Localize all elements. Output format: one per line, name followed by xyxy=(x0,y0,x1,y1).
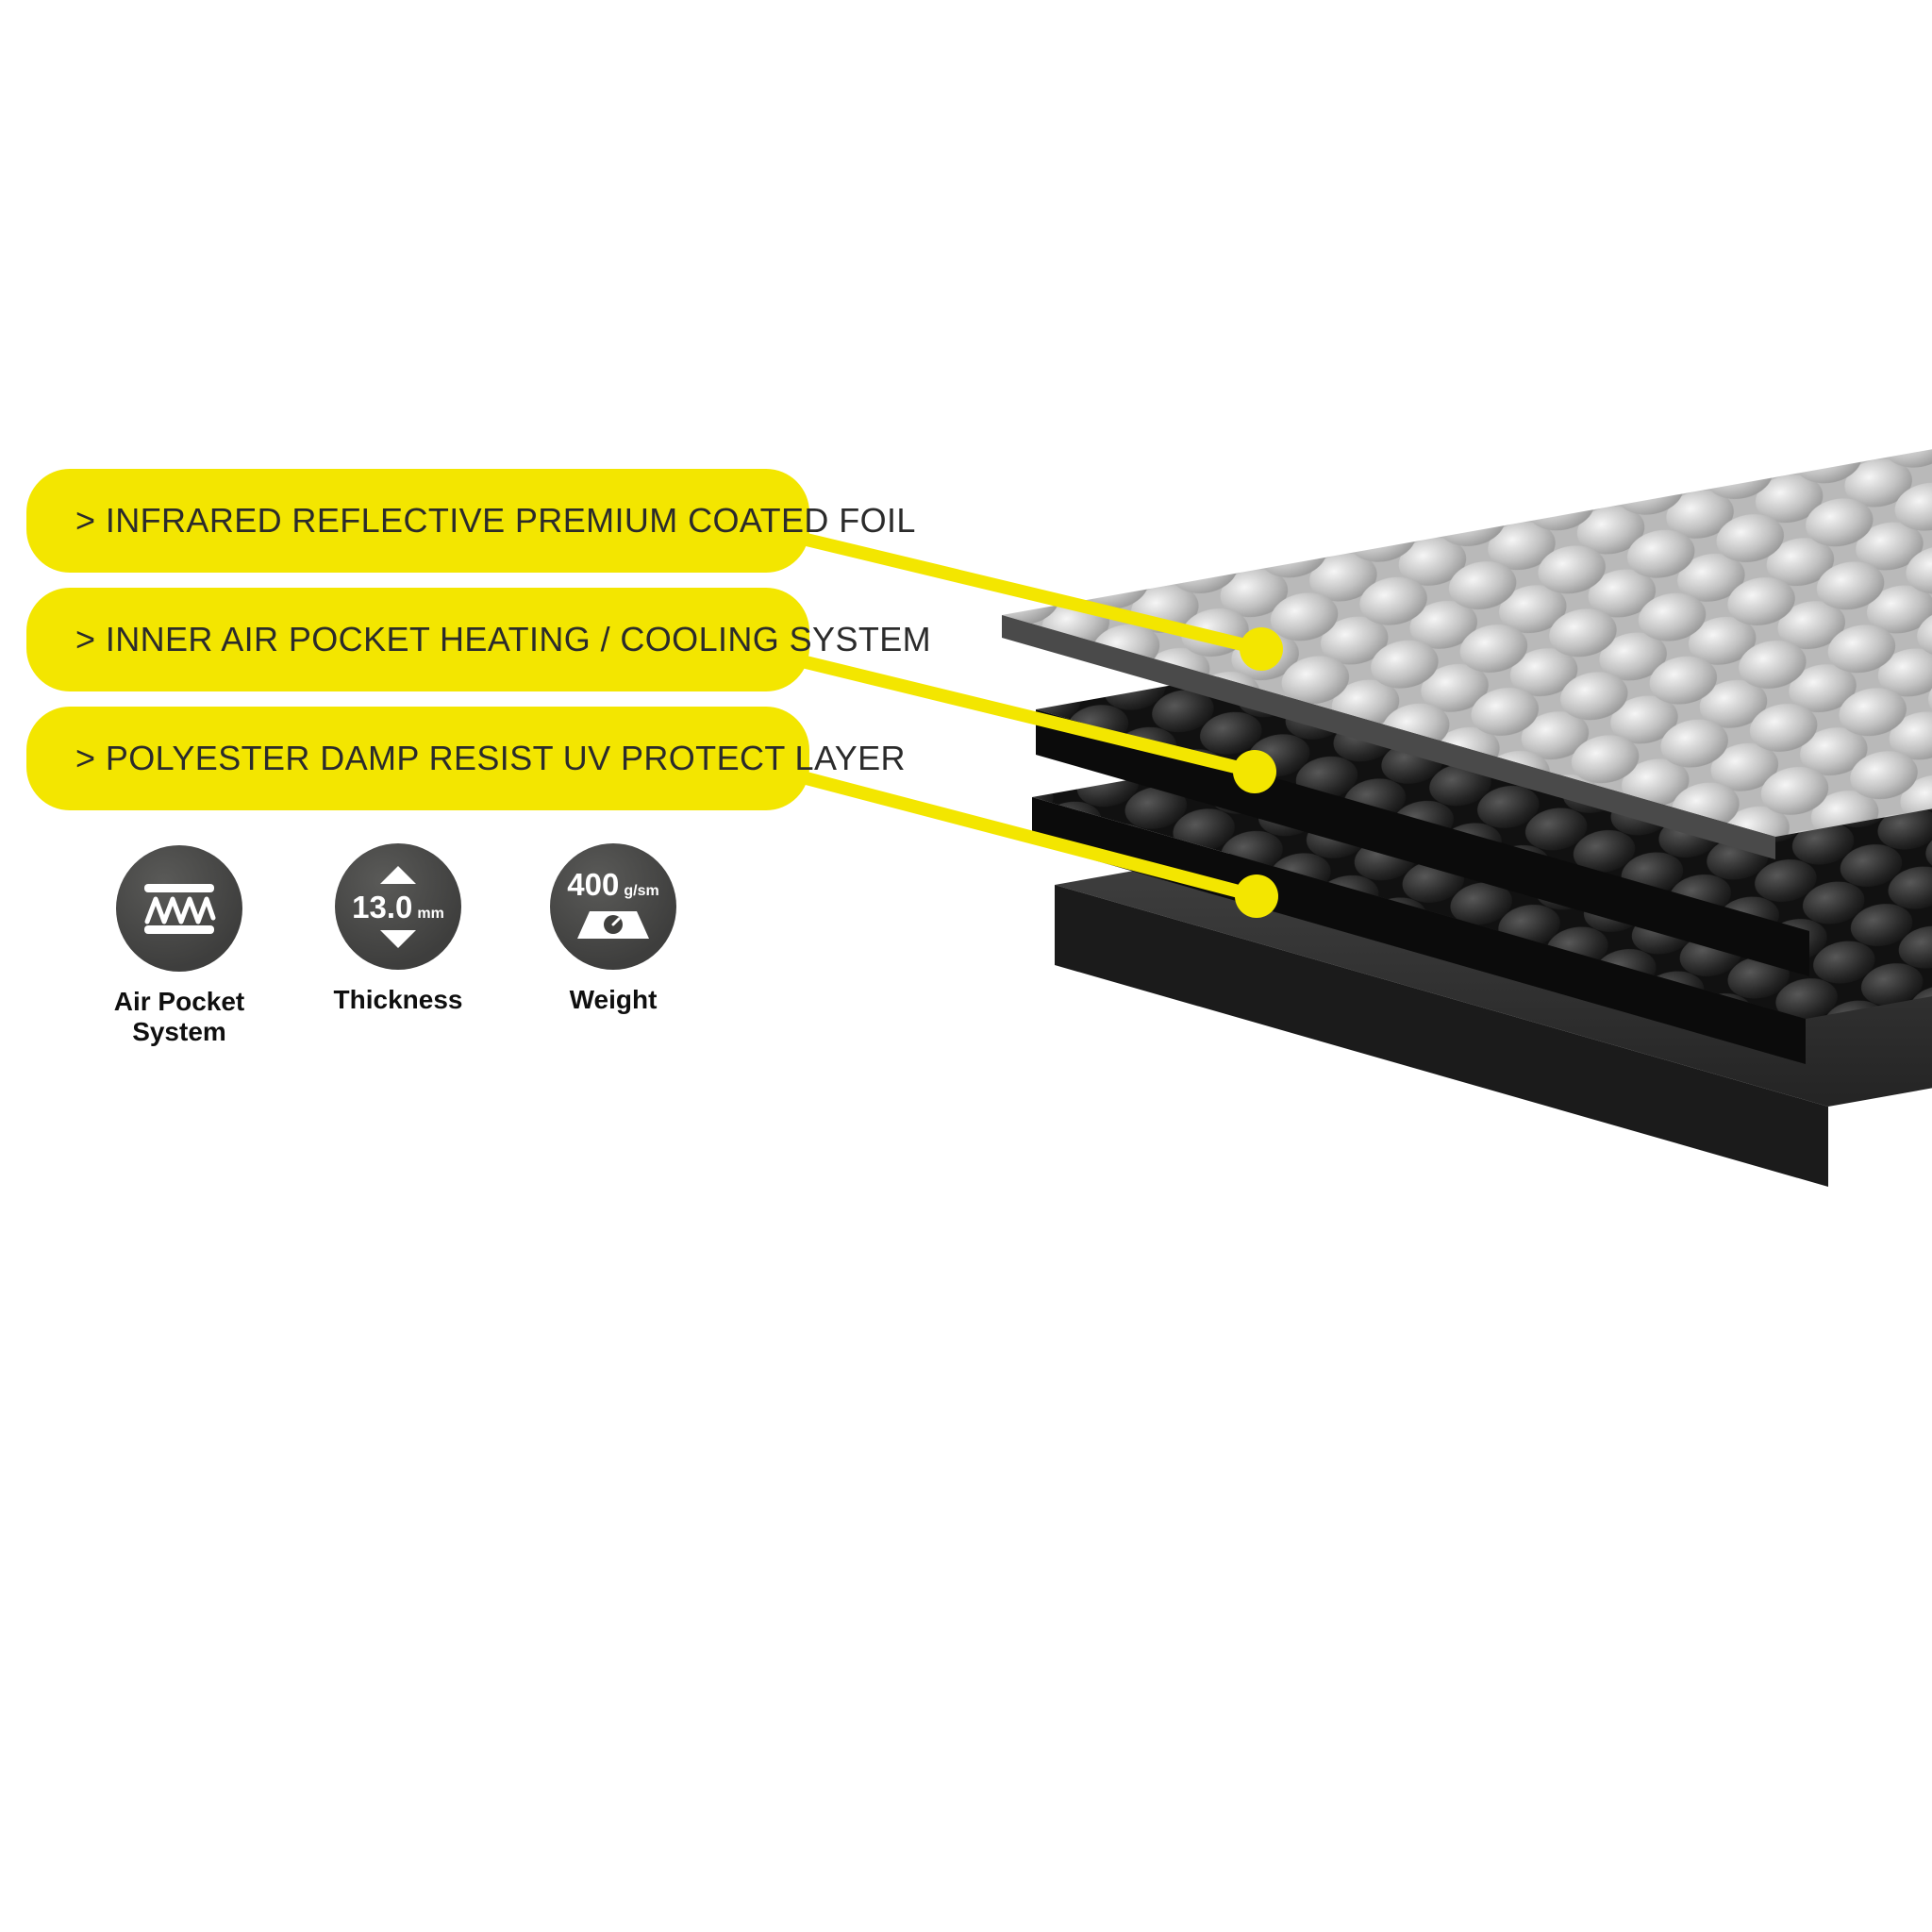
callout-air-pocket-system: > INNER AIR POCKET HEATING / COOLING SYS… xyxy=(26,588,931,691)
leader-line-1 xyxy=(753,522,1268,656)
callout-polyester-layer: > POLYESTER DAMP RESIST UV PROTECT LAYER xyxy=(26,707,906,810)
callout-polyester-layer-label: > POLYESTER DAMP RESIST UV PROTECT LAYER xyxy=(75,739,906,777)
callout-air-pocket-system-label: > INNER AIR POCKET HEATING / COOLING SYS… xyxy=(75,620,932,658)
feature-weight: 400 g/sm Weight xyxy=(505,843,722,1015)
base-layer-side xyxy=(1055,885,1828,1187)
leader-line-2 xyxy=(753,644,1261,778)
thickness-value-row: 13.0 mm xyxy=(352,891,444,923)
callout-infrared-foil: > INFRARED REFLECTIVE PREMIUM COATED FOI… xyxy=(26,469,915,573)
leader-dot-3 xyxy=(1235,874,1278,918)
product-layers-illustration xyxy=(1002,449,1932,1187)
air-pocket-layer-2-side xyxy=(1032,797,1806,1064)
arrow-down-icon xyxy=(380,929,416,948)
foil-layer-side xyxy=(1002,615,1775,859)
leader-dot-2 xyxy=(1233,750,1276,793)
callout-infrared-foil-label: > INFRARED REFLECTIVE PREMIUM COATED FOI… xyxy=(75,501,916,540)
weight-unit: g/sm xyxy=(624,883,659,899)
weight-value: 400 xyxy=(567,867,620,902)
leader-dot-1 xyxy=(1240,627,1283,671)
feature-thickness: 13.0 mm Thickness xyxy=(290,843,507,1015)
air-pocket-layer-1-side xyxy=(1036,709,1809,976)
air-pocket-badge xyxy=(116,845,242,972)
thickness-unit: mm xyxy=(417,905,444,922)
arrow-up-icon xyxy=(380,865,416,884)
weight-badge: 400 g/sm xyxy=(550,843,676,970)
weight-value-row: 400 g/sm xyxy=(567,869,658,900)
air-pocket-icon xyxy=(144,884,216,934)
feature-thickness-caption: Thickness xyxy=(333,985,463,1014)
leader-line-3 xyxy=(753,759,1263,903)
feature-air-pocket-caption: Air Pocket System xyxy=(113,987,245,1046)
feature-weight-caption: Weight xyxy=(569,985,658,1014)
foil-layer-top xyxy=(1002,449,1932,837)
feature-air-pocket: Air Pocket System xyxy=(71,845,288,1047)
leader-lines xyxy=(753,522,1283,918)
thickness-badge: 13.0 mm xyxy=(335,843,461,970)
weight-icon xyxy=(577,911,649,939)
thickness-value: 13.0 xyxy=(352,889,413,924)
